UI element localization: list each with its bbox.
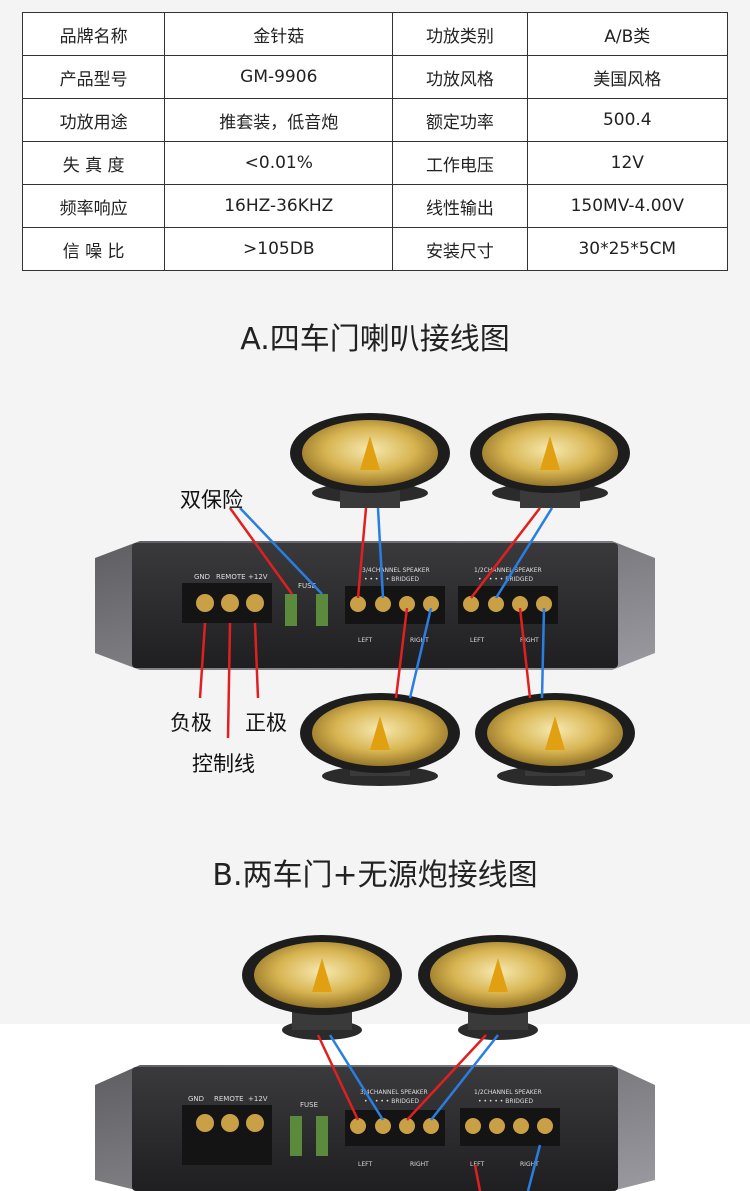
label-right-34: RIGHT xyxy=(410,1161,429,1168)
amplifier: GND REMOTE +12V FUSE 3/4CHANNEL SPEAKER … xyxy=(95,1065,655,1191)
wire-red xyxy=(518,607,532,699)
wire-blue xyxy=(540,607,546,699)
spec-label: 产品型号 xyxy=(21,55,166,99)
wire-red xyxy=(316,1034,360,1121)
fuse-2 xyxy=(316,594,328,626)
wiring-diagram-two-door-sub: GND REMOTE +12V FUSE 3/4CHANNEL SPEAKER … xyxy=(95,935,655,1191)
spec-value: A/B类 xyxy=(526,12,729,56)
wire-blue xyxy=(408,607,433,699)
label-12v: +12V xyxy=(248,1095,268,1103)
spec-value: GM-9906 xyxy=(164,55,394,99)
wire-red xyxy=(356,507,368,599)
label-ch34: 3/4CHANNEL SPEAKER xyxy=(360,1089,428,1096)
label-right-12: RIGHT xyxy=(520,637,539,644)
spec-value: 推套装，低音炮 xyxy=(164,98,394,142)
spec-label: 额定功率 xyxy=(392,98,528,142)
wire-blue xyxy=(328,1034,385,1121)
label-remote: REMOTE xyxy=(216,573,246,581)
terminal-remote xyxy=(221,594,239,612)
spec-label: 频率响应 xyxy=(21,184,166,228)
spec-value: 金针菇 xyxy=(164,12,394,56)
label-gnd: GND xyxy=(188,1095,204,1103)
callout-control-wire: 控制线 xyxy=(192,752,255,776)
spec-value: 美国风格 xyxy=(526,55,729,99)
speaker-right xyxy=(418,935,578,1040)
label-bridged-12: • • • • • BRIDGED xyxy=(478,576,533,583)
spec-label: 功放类别 xyxy=(392,12,528,56)
spec-value: 500.4 xyxy=(526,98,729,142)
section-a-title: A.四车门喇叭接线图 xyxy=(240,322,510,357)
label-bridged-12: • • • • • BRIDGED xyxy=(478,1098,533,1105)
spec-value: 30*25*5CM xyxy=(526,227,729,271)
label-ch34: 3/4CHANNEL SPEAKER xyxy=(362,567,430,574)
wire-red xyxy=(394,607,409,699)
wire-red xyxy=(473,1164,482,1191)
wire-red xyxy=(253,622,260,699)
spec-value: >105DB xyxy=(164,227,394,271)
callout-positive: 正极 xyxy=(245,711,287,735)
speaker-top-right xyxy=(470,413,630,508)
wire-red xyxy=(228,507,294,595)
label-remote: REMOTE xyxy=(214,1095,244,1103)
wire-blue xyxy=(376,507,385,599)
wire-blue xyxy=(239,507,323,595)
label-left-34: LEFT xyxy=(358,1161,372,1168)
wiring-diagram-four-door: GND REMOTE +12V FUSE 3/4CHANNEL SPEAKER … xyxy=(95,413,655,786)
speaker-left xyxy=(242,935,402,1040)
spec-value: 150MV-4.00V xyxy=(526,184,729,228)
label-left-34: LEFT xyxy=(358,637,372,644)
spec-label: 工作电压 xyxy=(392,141,528,185)
label-right-34: RIGHT xyxy=(410,637,429,644)
wire-blue xyxy=(526,1144,542,1191)
label-bridged-34: • • • • • BRIDGED xyxy=(364,1098,419,1105)
wire-blue xyxy=(430,1034,499,1121)
callout-dual-fuse: 双保险 xyxy=(180,488,243,512)
label-left-12: LEFT xyxy=(470,1161,484,1168)
spec-value: 12V xyxy=(526,141,729,185)
terminal-gnd xyxy=(196,594,214,612)
wire-blue xyxy=(494,507,554,599)
wire-red xyxy=(226,622,232,739)
amplifier: GND REMOTE +12V FUSE 3/4CHANNEL SPEAKER … xyxy=(95,541,655,670)
wire-red xyxy=(406,1034,487,1121)
label-ch12: 1/2CHANNEL SPEAKER xyxy=(474,1089,542,1096)
spec-label: 品牌名称 xyxy=(21,12,166,56)
speaker-top-left xyxy=(290,413,450,508)
spec-label: 功放风格 xyxy=(392,55,528,99)
fuse-1 xyxy=(285,594,297,626)
spec-value: 16HZ-36KHZ xyxy=(164,184,394,228)
label-right-12: RIGHT xyxy=(520,1161,539,1168)
speaker-bottom-right xyxy=(475,693,635,786)
wires xyxy=(316,1034,542,1191)
wires xyxy=(198,507,554,739)
spec-label: 失 真 度 xyxy=(21,141,166,185)
power-terminal-block xyxy=(182,1105,272,1165)
spec-label: 功放用途 xyxy=(21,98,166,142)
section-b-title: B.两车门+无源炮接线图 xyxy=(212,858,538,893)
wire-red xyxy=(198,622,207,699)
label-fuse: FUSE xyxy=(298,582,316,590)
label-fuse: FUSE xyxy=(300,1101,318,1109)
label-bridged-34: • • • • • BRIDGED xyxy=(364,576,419,583)
label-ch12: 1/2CHANNEL SPEAKER xyxy=(474,567,542,574)
spec-label: 安装尺寸 xyxy=(392,227,528,271)
label-left-12: LEFT xyxy=(470,637,484,644)
label-gnd: GND xyxy=(194,573,210,581)
terminal-12v xyxy=(246,594,264,612)
spec-label: 线性输出 xyxy=(392,184,528,228)
wire-red xyxy=(470,507,541,599)
label-12v: +12V xyxy=(248,573,268,581)
callout-negative: 负极 xyxy=(170,711,212,735)
speaker-bottom-left xyxy=(300,693,460,786)
spec-label: 信 噪 比 xyxy=(21,227,166,271)
spec-value: <0.01% xyxy=(164,141,394,185)
